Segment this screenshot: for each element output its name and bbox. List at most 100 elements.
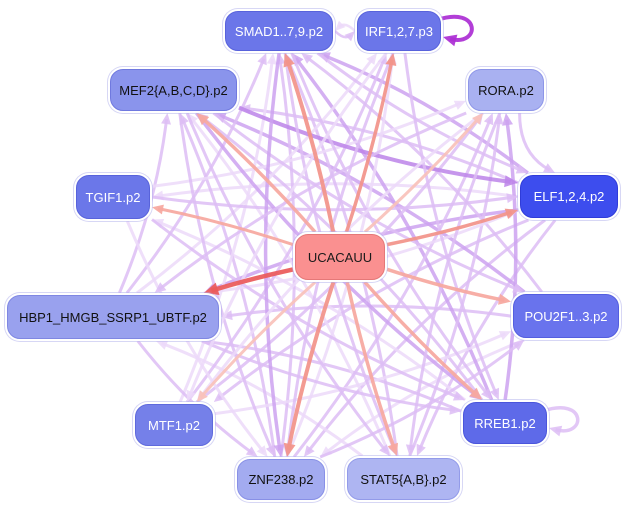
- edge-rora-elf: [518, 112, 551, 172]
- arrowhead-smad-rreb1: [481, 388, 492, 400]
- arrowhead-hbp1-irf: [366, 53, 377, 65]
- edge-tgif1-znf238: [125, 220, 265, 454]
- node-label-mtf1: MTF1.p2: [147, 417, 200, 433]
- arrowhead-elf-stat5: [416, 443, 426, 456]
- edge-tgif1-rreb1: [151, 218, 460, 400]
- node-label-hbp1: HBP1_HMGB_SSRP1_UBTF.p2: [19, 309, 207, 325]
- node-rora[interactable]: RORA.p2: [468, 69, 544, 111]
- edge-ucacauu-mtf1: [199, 280, 317, 399]
- arrowhead-stat5-hbp1: [156, 340, 169, 350]
- node-label-rreb1: RREB1.p2: [474, 415, 536, 431]
- edge-ucacauu-mef2: [200, 116, 317, 234]
- arrowhead-ucacauu-elf: [504, 208, 518, 219]
- arrowhead-mtf1-smad: [266, 53, 277, 65]
- arrowhead-ucacauu-znf238: [283, 442, 296, 457]
- edge-rreb1-rora: [503, 119, 518, 401]
- node-label-ucacauu: UCACAUU: [307, 249, 373, 265]
- edge-smad-elf: [316, 51, 523, 173]
- edge-tgif1-elf: [151, 195, 513, 212]
- arrowhead-mef2-stat5: [379, 444, 390, 456]
- node-znf238[interactable]: ZNF238.p2: [237, 459, 325, 500]
- edge-znf238-rora: [292, 118, 492, 458]
- arrowhead-mef2-znf238: [265, 444, 275, 457]
- arrowhead-hbp1-mef2: [161, 113, 171, 125]
- edge-ucacauu-hbp1: [210, 267, 294, 293]
- edge-ucacauu-pou2f: [386, 267, 505, 303]
- edge-rora-stat5: [408, 112, 502, 451]
- arrowhead-tgif1-rora: [453, 100, 466, 110]
- node-label-elf: ELF1,2,4.p2: [533, 189, 605, 204]
- edge-smad-rreb1: [290, 52, 490, 397]
- edge-rreb1-smad: [294, 57, 494, 401]
- arrowhead-ucacauu-tgif1: [152, 204, 164, 215]
- arrowhead-znf238-pou2f: [512, 340, 525, 351]
- arrowhead-ucacauu-smad: [283, 53, 295, 68]
- arrowhead-irf-rreb1: [489, 387, 499, 400]
- arrowhead-ucacauu-irf: [385, 53, 397, 66]
- arrowhead-ucacauu-rreb1: [469, 387, 483, 400]
- edge-elf-znf238: [306, 218, 546, 454]
- arrowhead-smad-znf238: [273, 444, 285, 457]
- edge-ucacauu-rreb1: [363, 280, 479, 397]
- node-stat5[interactable]: STAT5{A,B}.p2: [347, 458, 460, 500]
- edge-hbp1-irf: [136, 56, 375, 295]
- arrowhead-hbp1-znf238: [245, 446, 258, 457]
- edge-rora-hbp1: [158, 111, 467, 291]
- node-label-smad: SMAD1..7,9.p2: [234, 23, 324, 39]
- edge-ucacauu-smad: [285, 59, 336, 233]
- edge-smad-znf238: [263, 52, 282, 451]
- node-label-mef2: MEF2{A,B,C,D}.p2: [119, 82, 228, 98]
- arrowhead-ucacauu-mtf1: [196, 390, 208, 402]
- arrowhead-elf-znf238: [303, 445, 315, 457]
- arrowhead-irf-smad: [335, 20, 346, 31]
- node-smad[interactable]: SMAD1..7,9.p2: [225, 11, 333, 51]
- node-hbp1[interactable]: HBP1_HMGB_SSRP1_UBTF.p2: [7, 295, 219, 339]
- arrowhead-pou2f-smad: [301, 53, 313, 64]
- arrowhead-znf238-rora: [483, 113, 494, 126]
- edge-elf-smad: [323, 53, 529, 175]
- self-loop-arrowhead-irf: [443, 34, 458, 47]
- arrowhead-rora-stat5: [405, 444, 416, 456]
- node-pou2f[interactable]: POU2F1..3.p2: [513, 294, 619, 338]
- arrowhead-ucacauu-mef2: [196, 113, 210, 126]
- arrowhead-hbp1-rreb1: [449, 404, 461, 415]
- node-label-irf: IRF1,2,7.p3: [365, 23, 433, 39]
- edge-ucacauu-tgif1: [157, 207, 294, 247]
- node-irf[interactable]: IRF1,2,7.p3: [357, 11, 441, 51]
- arrowhead-tgif1-znf238: [256, 445, 268, 457]
- arrowhead-ucacauu-hbp1: [203, 282, 220, 295]
- edge-ucacauu-znf238: [286, 281, 336, 451]
- edge-mef2-pou2f: [212, 111, 520, 292]
- arrowhead-mtf1-pou2f: [498, 331, 511, 341]
- node-label-znf238: ZNF238.p2: [248, 472, 314, 487]
- edge-elf-stat5: [417, 219, 557, 451]
- arrowhead-rreb1-rora: [502, 113, 513, 126]
- edge-pou2f-smad: [305, 55, 543, 293]
- edge-ucacauu-elf: [386, 210, 513, 247]
- node-tgif1[interactable]: TGIF1.p2: [76, 175, 150, 219]
- arrowhead-tgif1-elf: [506, 193, 518, 204]
- edge-tgif1-rora: [151, 101, 461, 188]
- edge-stat5-rora: [408, 118, 501, 457]
- arrowhead-tgif1-rreb1: [452, 391, 466, 401]
- arrowhead-rora-hbp1: [154, 282, 167, 293]
- arrowhead-ucacauu-stat5: [387, 442, 398, 456]
- arrowhead-smad-elf: [515, 164, 528, 174]
- edge-ucacauu-stat5: [345, 281, 397, 451]
- node-mef2[interactable]: MEF2{A,B,C,D}.p2: [110, 69, 237, 111]
- edge-mef2-stat5: [185, 112, 388, 453]
- node-mtf1[interactable]: MTF1.p2: [135, 404, 213, 446]
- node-rreb1[interactable]: RREB1.p2: [463, 402, 547, 444]
- self-loop-rreb1: [542, 406, 580, 433]
- edge-irf-mtf1: [188, 52, 388, 397]
- edge-hbp1-znf238: [136, 340, 254, 455]
- node-label-stat5: STAT5{A,B}.p2: [360, 471, 447, 487]
- self-loop-irf: [436, 14, 474, 42]
- arrowhead-ucacauu-rora: [472, 113, 484, 125]
- self-loop-arrowhead-rreb1: [549, 425, 563, 437]
- arrowhead-rora-elf: [543, 163, 556, 173]
- node-ucacauu[interactable]: UCACAUU: [295, 234, 385, 280]
- arrowhead-ucacauu-pou2f: [498, 293, 511, 305]
- node-elf[interactable]: ELF1,2,4.p2: [520, 175, 618, 218]
